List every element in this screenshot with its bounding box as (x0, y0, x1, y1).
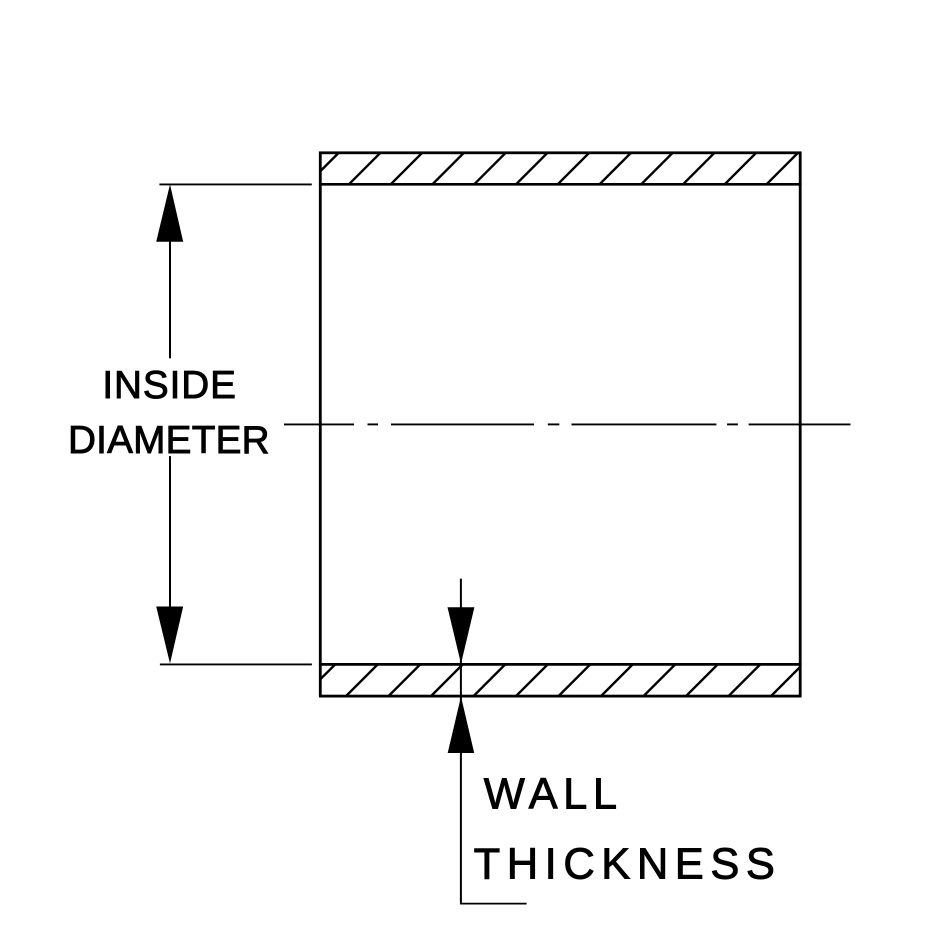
svg-text:INSIDE: INSIDE (102, 364, 236, 407)
svg-text:DIAMETER: DIAMETER (68, 419, 270, 462)
svg-text:THICKNESS: THICKNESS (474, 840, 782, 888)
svg-text:WALL: WALL (484, 770, 623, 818)
